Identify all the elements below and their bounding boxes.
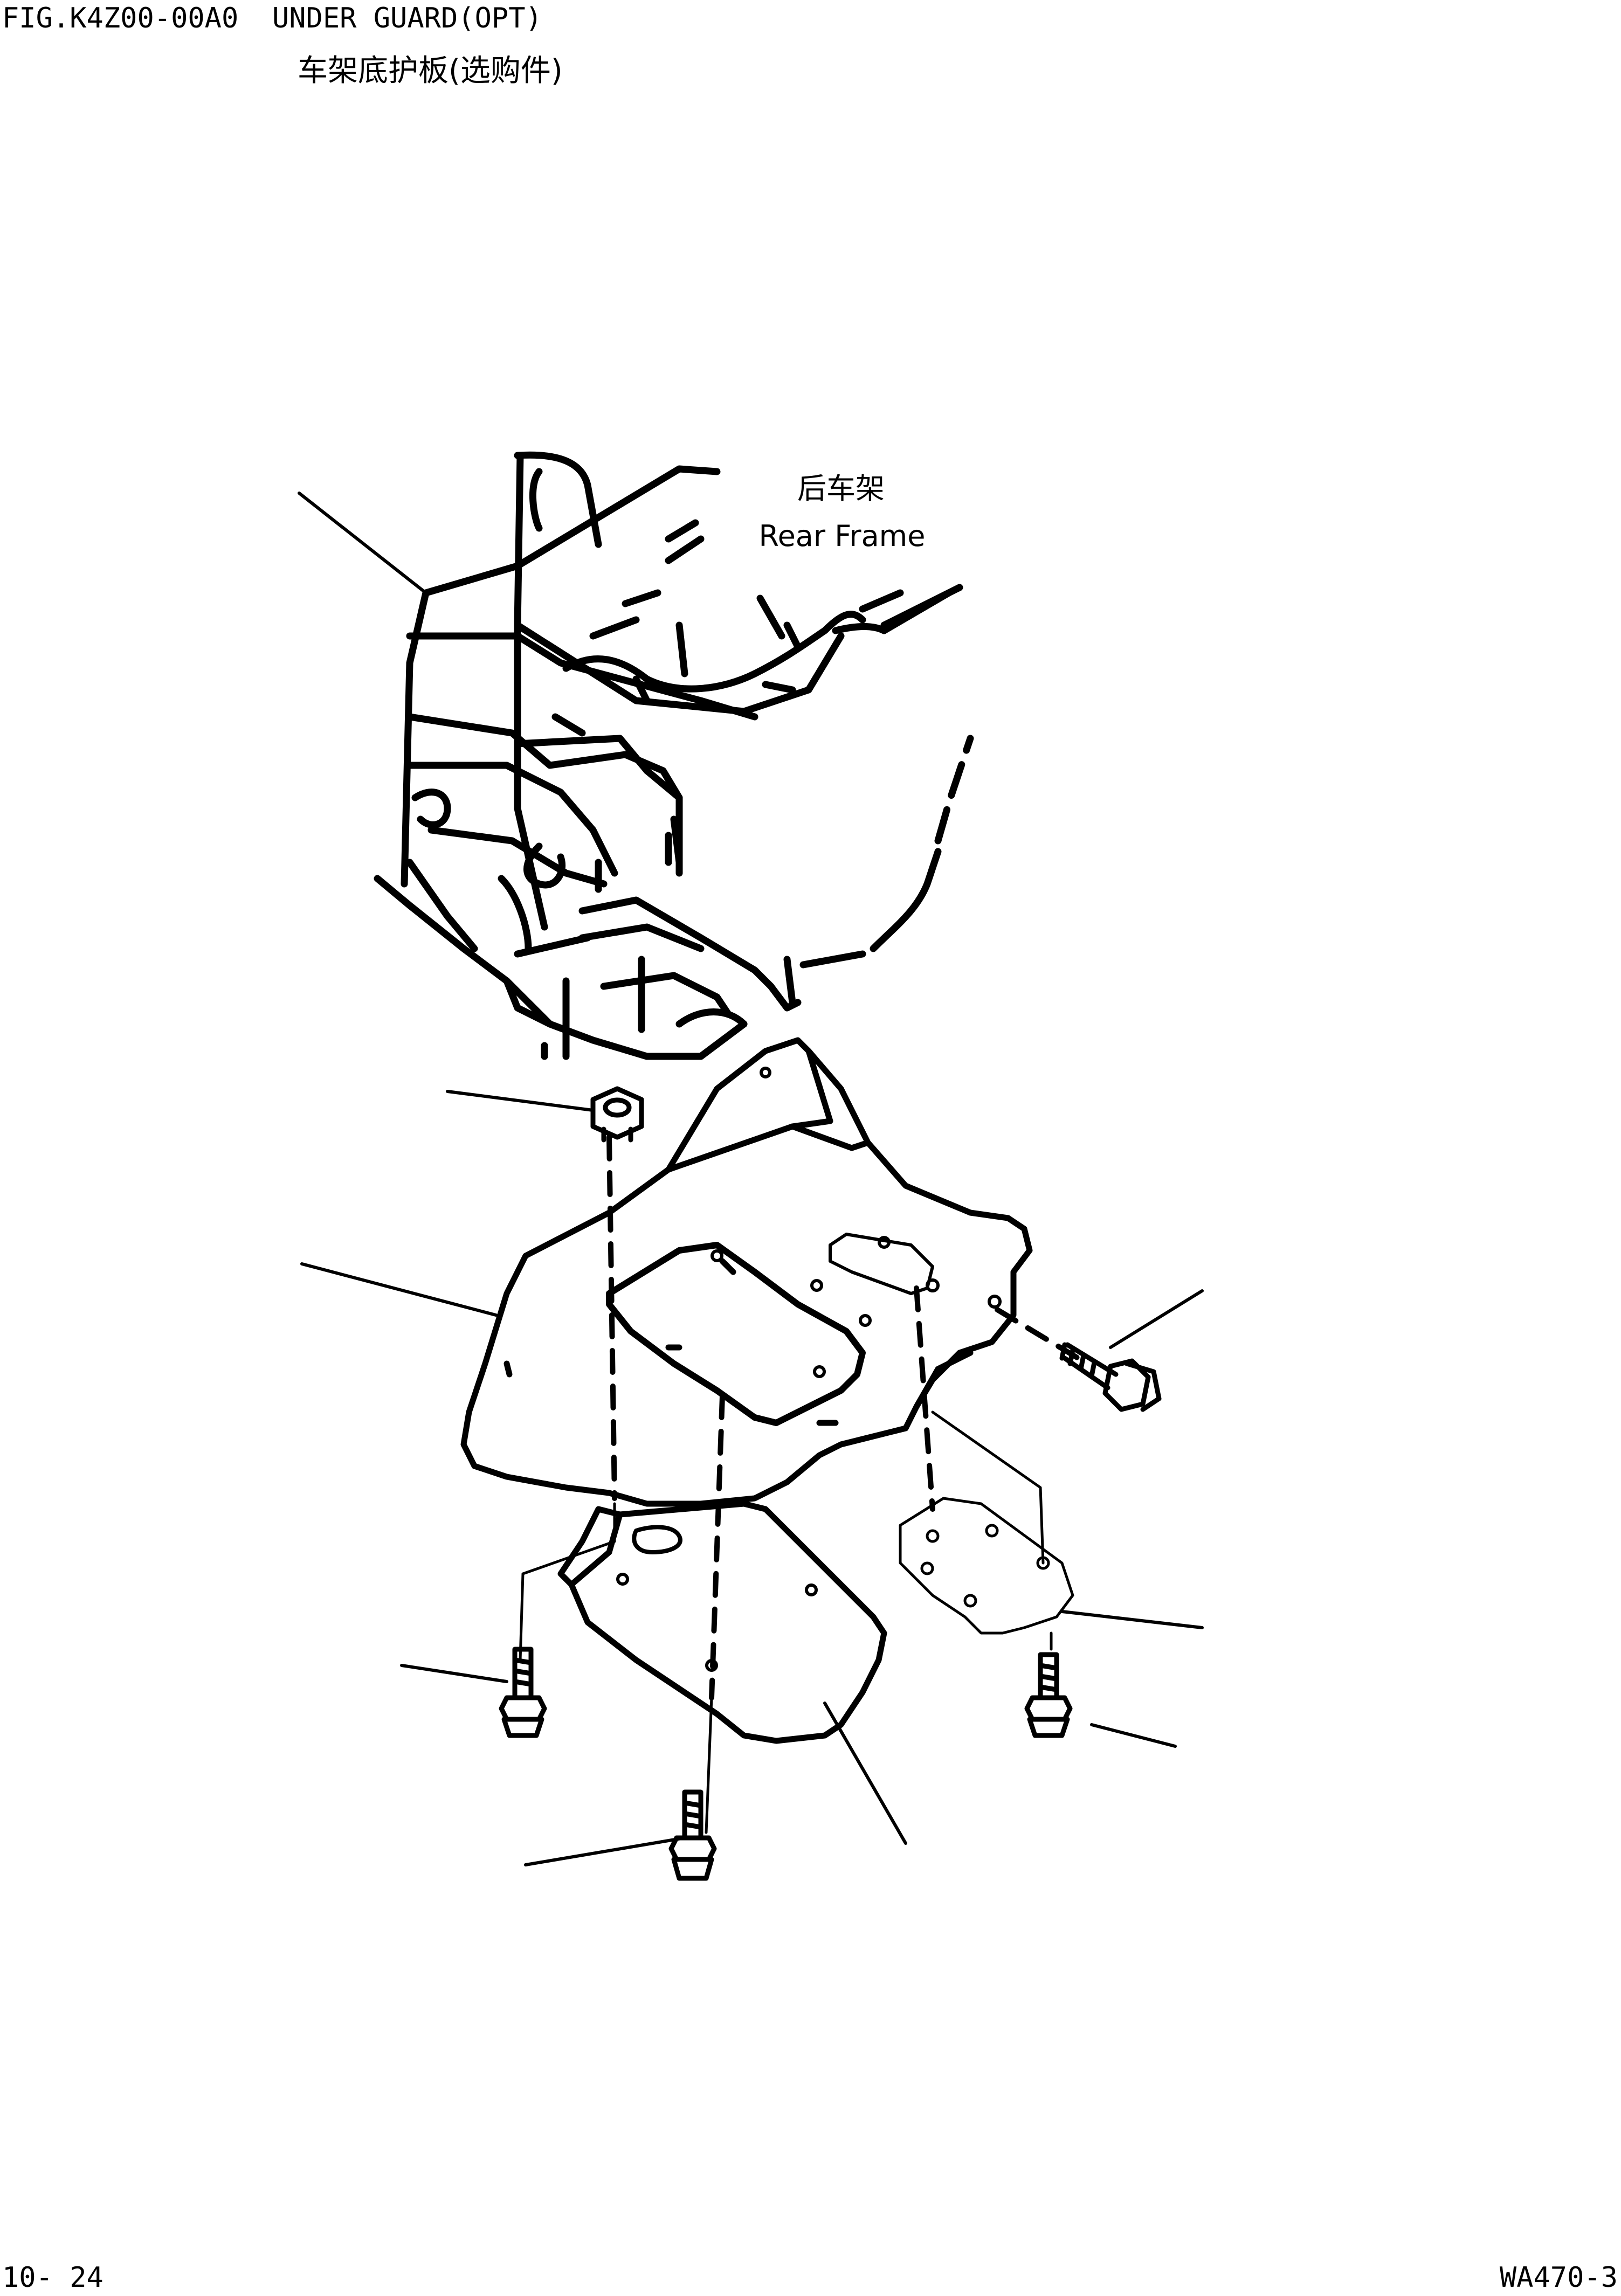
leader-nut xyxy=(446,1090,595,1112)
leader-side-bolt xyxy=(1109,1289,1204,1349)
under-guard-main xyxy=(460,1037,1033,1507)
leader-cover-plate xyxy=(1060,1610,1204,1629)
connector-lines xyxy=(519,1410,1053,1834)
bolt-side xyxy=(1059,1342,1162,1412)
lower-plate xyxy=(557,1500,887,1744)
bolt-right xyxy=(1024,1652,1073,1738)
figure-subtitle: 车架底护板(选购件) xyxy=(298,53,563,88)
leader-bolt-bottom xyxy=(524,1836,686,1866)
bolt-left xyxy=(499,1647,547,1738)
rear-frame-label-cn: 后车架 xyxy=(797,472,885,506)
leader-guard xyxy=(300,1262,498,1317)
model-code: WA470-3 xyxy=(1499,2262,1618,2294)
figure-title: FIG.K4Z00-00A0 UNDER GUARD(OPT) xyxy=(2,2,542,34)
rear-frame-label-en: Rear Frame xyxy=(758,519,925,553)
guard-holes xyxy=(711,1067,1002,1378)
leader-bolt-left xyxy=(400,1664,508,1683)
page-number: 10- 24 xyxy=(2,2262,104,2294)
bolt-bottom xyxy=(668,1789,717,1881)
leader-bolt-right xyxy=(1090,1723,1177,1748)
cover-plate xyxy=(899,1497,1074,1635)
leader-lines xyxy=(298,492,1204,1866)
rear-frame xyxy=(374,451,974,1060)
leader-rear-frame xyxy=(298,492,427,594)
flange-nut xyxy=(590,1086,644,1143)
